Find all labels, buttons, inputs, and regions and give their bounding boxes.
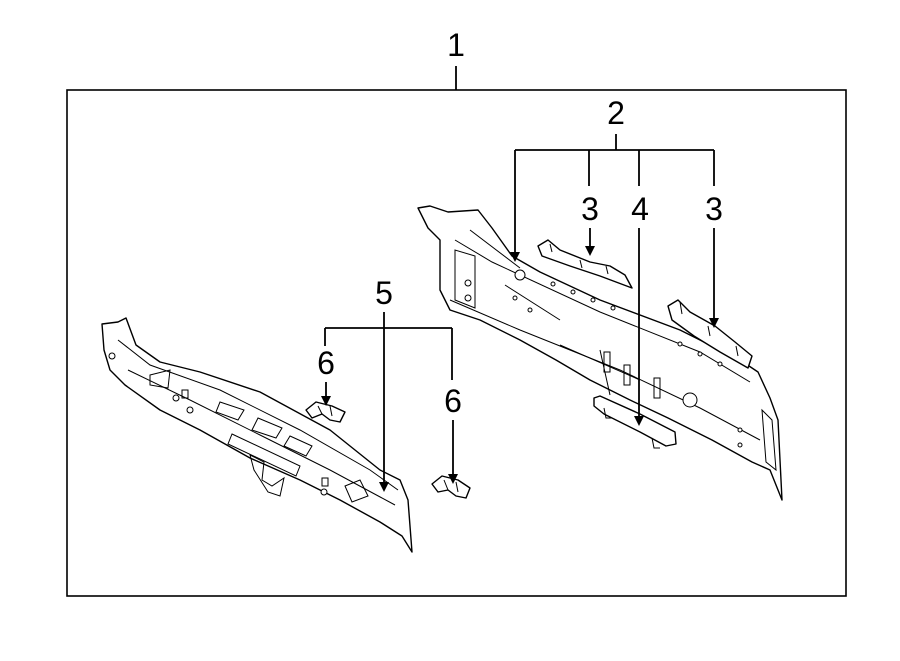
- callout-3-right[interactable]: 3: [705, 191, 723, 227]
- part-6-clip-left[interactable]: [305, 401, 346, 423]
- callout-6-left[interactable]: 6: [317, 345, 335, 381]
- callout-6-right[interactable]: 6: [444, 383, 462, 419]
- callout-1[interactable]: 1: [447, 27, 465, 63]
- callout-5[interactable]: 5: [375, 275, 393, 311]
- callout-3-left[interactable]: 3: [581, 191, 599, 227]
- callout-4[interactable]: 4: [631, 191, 649, 227]
- part-5-panel[interactable]: [101, 317, 413, 553]
- callout-2[interactable]: 2: [607, 95, 625, 131]
- part-6-clip-right[interactable]: [431, 475, 471, 499]
- rear-panel-assembly[interactable]: [417, 205, 783, 501]
- part-3-bracket-left[interactable]: [537, 239, 633, 289]
